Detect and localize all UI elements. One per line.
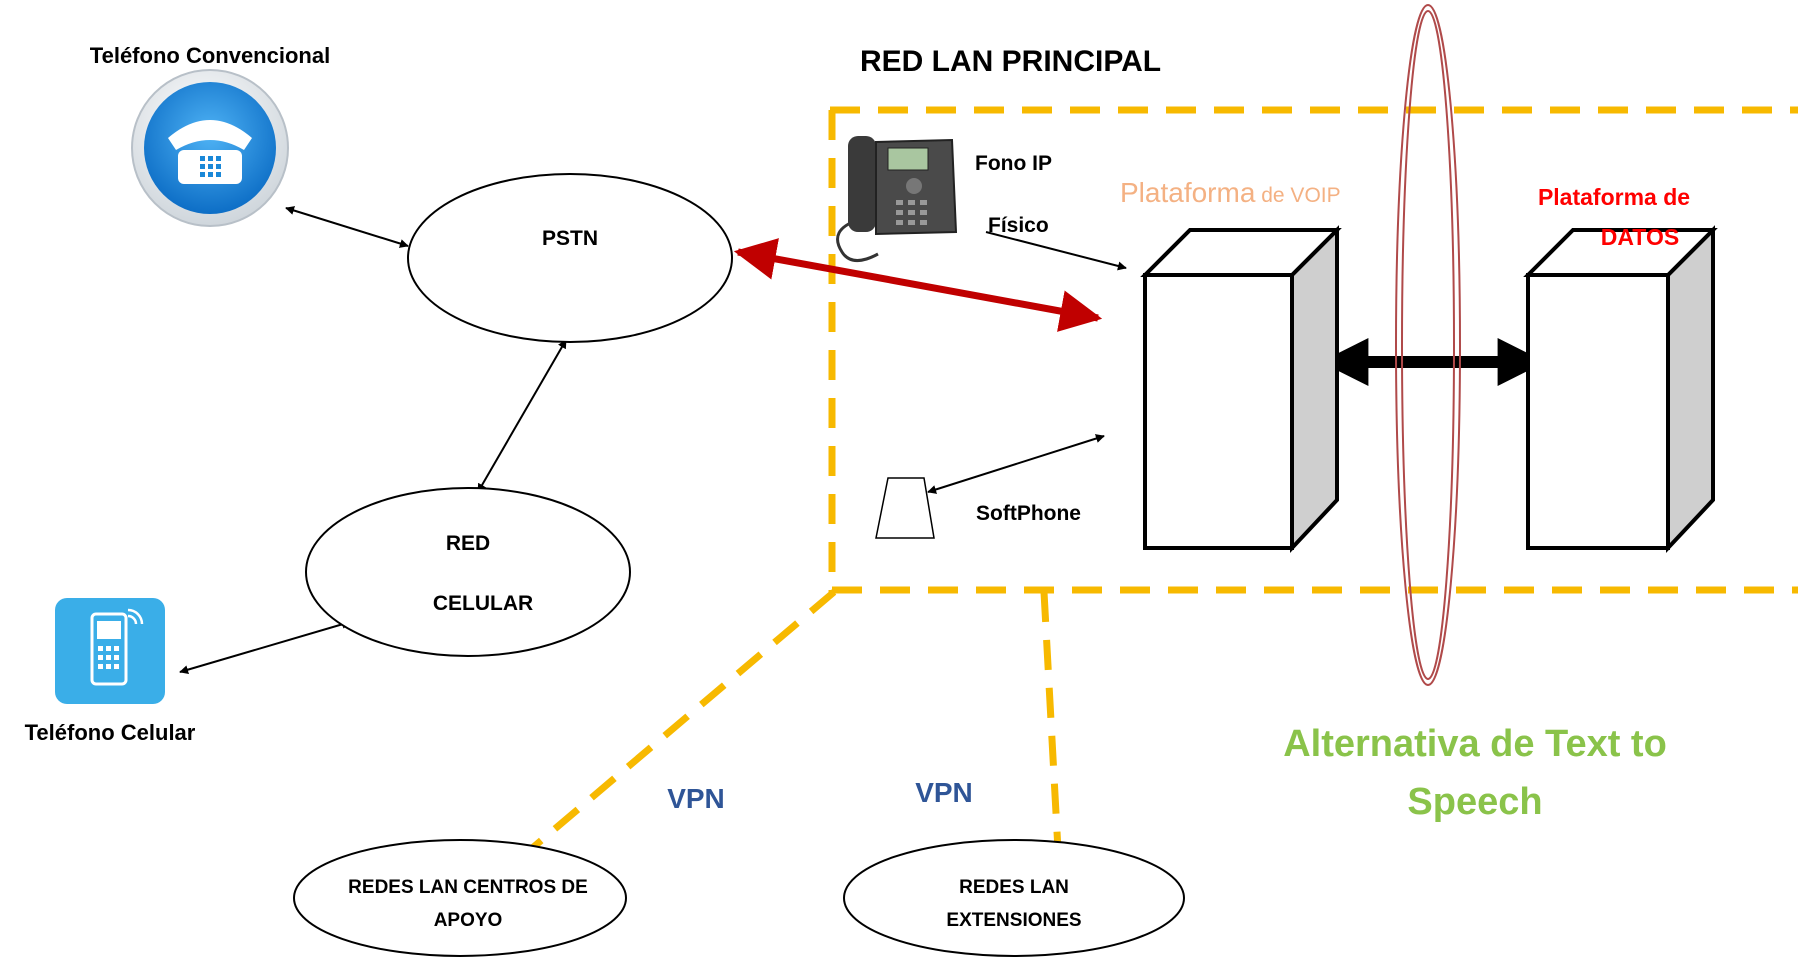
red-celular-node <box>305 487 631 657</box>
lan-extensiones-label-line2: EXTENSIONES <box>946 910 1081 931</box>
tts-ring <box>1395 4 1461 686</box>
red-celular-label-line1: RED <box>446 532 490 555</box>
red-lan-principal-title: RED LAN PRINCIPAL <box>860 45 1161 78</box>
voip-server-icon <box>1140 225 1342 554</box>
ip-phone-icon <box>836 136 958 262</box>
tts-label-line1: Alternativa de Text to <box>1283 723 1667 765</box>
fono-ip-label: Fono IP <box>975 152 1052 175</box>
red-celular-label-line2: CELULAR <box>433 592 533 615</box>
link-softphone-voip <box>927 434 1105 494</box>
lan-extensiones-node <box>843 839 1185 957</box>
softphone-label: SoftPhone <box>976 502 1081 525</box>
lan-centros-label-line1: REDES LAN CENTROS DE <box>348 877 588 898</box>
conventional-phone-label: Teléfono Convencional <box>90 43 330 68</box>
lan-centros-label-line2: APOYO <box>434 910 503 931</box>
mobile-phone-icon <box>55 598 165 704</box>
vpn-label-right: VPN <box>915 777 973 808</box>
vpn-link-centros <box>527 589 837 853</box>
data-server-icon <box>1523 225 1718 554</box>
cell-phone-label: Teléfono Celular <box>25 720 196 745</box>
vpn-label-left: VPN <box>667 783 725 814</box>
link-cellphone-celular <box>179 619 351 675</box>
voip-platform-label: Plataforma de VOIP <box>1120 177 1341 208</box>
link-pstn-celular <box>477 339 567 493</box>
lan-centros-node <box>293 839 627 957</box>
tts-label-line2: Speech <box>1407 781 1542 823</box>
pstn-node <box>407 173 733 343</box>
lan-principal-border <box>527 106 1798 853</box>
link-phone-pstn <box>285 206 409 248</box>
telephone-icon <box>131 69 289 227</box>
link-ipphone-voip <box>985 231 1127 271</box>
link-pstn-voip <box>733 238 1103 332</box>
lan-extensiones-label-line1: REDES LAN <box>959 877 1069 898</box>
softphone-icon <box>875 477 935 539</box>
fisico-label: Físico <box>988 214 1049 237</box>
vpn-link-extensiones <box>1040 591 1062 851</box>
pstn-label: PSTN <box>542 227 598 250</box>
data-platform-label-line1: Plataforma de <box>1538 184 1690 210</box>
data-platform-label-line2: DATOS <box>1601 224 1679 250</box>
